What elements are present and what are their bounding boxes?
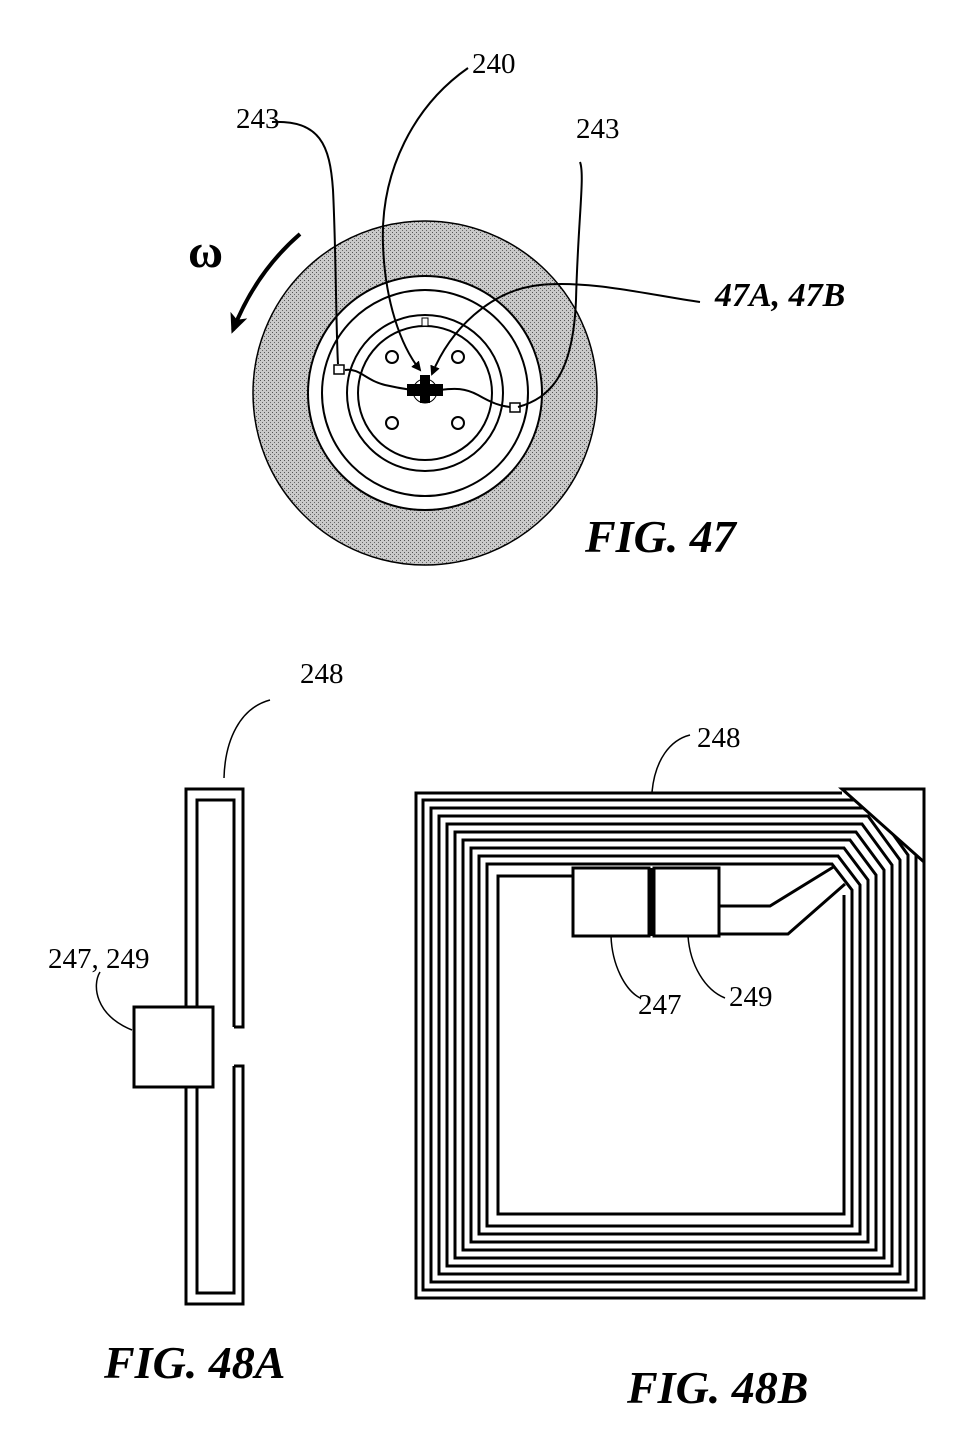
figure-48a: 248 247, 249 FIG. 48A — [48, 658, 344, 1388]
central-sensor-stem — [420, 375, 430, 403]
lug-hole — [385, 350, 399, 364]
leader-240 — [381, 67, 469, 372]
figure-48b: 248 247 249 FIG. 48B — [414, 722, 926, 1413]
sensor-wire-right — [439, 387, 511, 408]
dipole-antenna-inner-lower — [195, 1066, 236, 1295]
label-249-48b: 249 — [729, 981, 773, 1013]
caption-fig-48a: FIG. 48A — [103, 1337, 285, 1388]
coil-turn — [437, 814, 902, 1276]
coil-turn — [461, 838, 878, 1252]
chip-249 — [652, 866, 721, 938]
caption-fig-48b: FIG. 48B — [626, 1362, 808, 1413]
lug-hole — [385, 416, 399, 430]
figure-47: 240 243 243 47A, 47B ω FIG. 47 — [188, 48, 845, 566]
valve-stem — [421, 317, 429, 327]
leader-248-48b — [651, 734, 691, 793]
coil-turn — [453, 830, 886, 1260]
label-248-48a: 248 — [300, 658, 344, 690]
chip-divider — [648, 868, 654, 936]
label-247-48b: 247 — [638, 989, 682, 1021]
coil-inner-turn — [496, 874, 846, 1216]
label-248-48b: 248 — [697, 722, 741, 754]
chip-247-249 — [132, 1005, 215, 1089]
leader-247-249-48a — [95, 971, 133, 1031]
label-47a-47b: 47A, 47B — [714, 277, 845, 314]
leader-249-48b — [687, 935, 726, 999]
leader-248-48a — [223, 699, 271, 779]
caption-fig-47: FIG. 47 — [584, 511, 738, 562]
leader-247-48b — [610, 935, 641, 999]
coil-turn — [445, 822, 894, 1268]
label-243-right: 243 — [576, 113, 620, 145]
coil-corner-triangle — [838, 787, 926, 866]
coil-turn — [485, 862, 854, 1228]
leader-47 — [430, 283, 701, 376]
sensor-pad-left — [333, 364, 345, 375]
label-240: 240 — [472, 48, 516, 80]
coil-lead — [719, 864, 836, 908]
lug-hole — [451, 416, 465, 430]
leader-243-left — [271, 120, 339, 365]
lug-hole — [451, 350, 465, 364]
sensor-pad-right — [509, 402, 521, 413]
coil-antenna — [414, 787, 926, 1300]
coil-lead — [719, 882, 846, 936]
rotation-arrow — [230, 232, 302, 334]
label-243-left: 243 — [236, 103, 280, 135]
dipole-antenna-inner-upper — [195, 798, 236, 1027]
coil-turn — [477, 854, 862, 1236]
sensor-wire-left — [344, 368, 413, 391]
coil-turn — [469, 846, 870, 1244]
omega-symbol: ω — [188, 225, 223, 278]
leader-243-right — [517, 161, 583, 408]
label-247-249-48a: 247, 249 — [48, 943, 150, 975]
chip-247 — [571, 866, 651, 938]
